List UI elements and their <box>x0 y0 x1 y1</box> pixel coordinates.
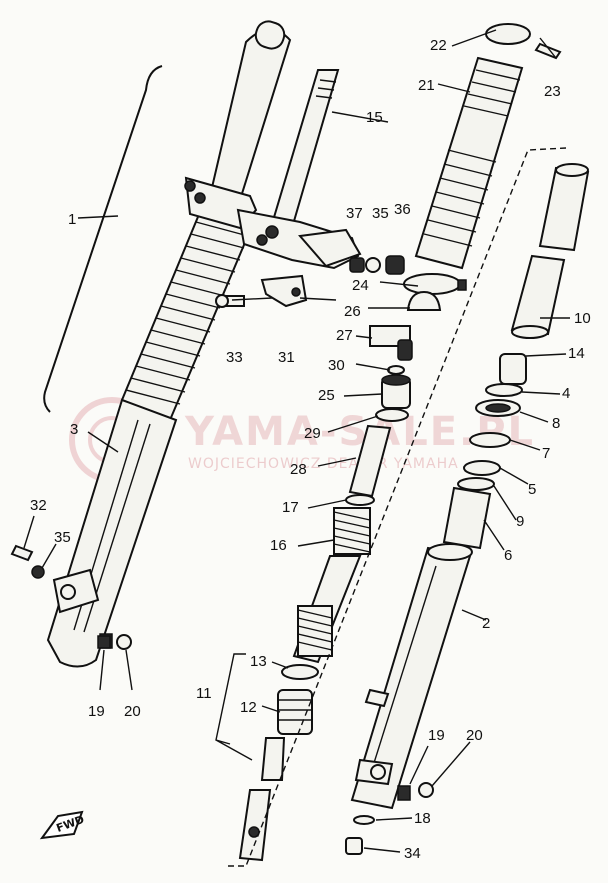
assembled-fork-left <box>46 20 292 668</box>
callout-20-left: 20 <box>124 703 141 720</box>
fwd-marker: FWD <box>39 810 86 840</box>
leader-lines <box>23 29 570 853</box>
callout-21: 21 <box>418 77 435 94</box>
watermark: YAMA-SALE.PL WOJCIECHOWICZ DEALER YAMAHA <box>69 397 535 483</box>
callout-33: 33 <box>226 349 243 366</box>
callout-5: 5 <box>528 481 536 498</box>
steering-stem <box>236 69 362 270</box>
fwd-arrow-icon <box>39 810 84 840</box>
callout-18: 18 <box>414 810 431 827</box>
callout-35-stem: 35 <box>372 205 389 222</box>
callout-23: 23 <box>544 83 561 100</box>
callout-9: 9 <box>516 513 524 530</box>
callout-12: 12 <box>240 699 257 716</box>
callout-14: 14 <box>568 345 585 362</box>
watermark-title: YAMA-SALE.PL <box>184 409 535 455</box>
assembly-lines <box>228 147 567 867</box>
stem-hardware <box>349 255 405 275</box>
callout-8: 8 <box>552 415 560 432</box>
callout-34: 34 <box>404 845 421 862</box>
cable-holder <box>215 274 308 308</box>
callout-27: 27 <box>336 327 353 344</box>
watermark-subtitle: WOJCIECHOWICZ DEALER YAMAHA <box>188 456 459 472</box>
callout-6: 6 <box>504 547 512 564</box>
left-hardware <box>10 544 132 650</box>
callout-31: 31 <box>278 349 295 366</box>
callout-35-left: 35 <box>54 529 71 546</box>
callout-29: 29 <box>304 425 321 442</box>
callout-2: 2 <box>482 615 490 632</box>
fork-boot-parts <box>403 23 562 311</box>
callout-32: 32 <box>30 497 47 514</box>
callout-22: 22 <box>430 37 447 54</box>
callout-15: 15 <box>366 109 383 126</box>
callout-28: 28 <box>290 461 307 478</box>
callout-26: 26 <box>344 303 361 320</box>
callout-20-right: 20 <box>466 727 483 744</box>
callout-3: 3 <box>70 421 78 438</box>
callout-19-left: 19 <box>88 703 105 720</box>
callout-30: 30 <box>328 357 345 374</box>
callout-19-right: 19 <box>428 727 445 744</box>
callout-7: 7 <box>542 445 550 462</box>
callout-1: 1 <box>68 211 76 228</box>
callout-24: 24 <box>352 277 369 294</box>
damper-rod-parts <box>215 325 413 862</box>
callout-13: 13 <box>250 653 267 670</box>
callout-11: 11 <box>196 685 212 702</box>
callout-36: 36 <box>394 201 411 218</box>
callout-10: 10 <box>574 310 591 327</box>
callout-labels: 1 2 3 4 5 6 7 8 9 10 11 12 13 14 15 16 1… <box>30 37 591 862</box>
callout-16: 16 <box>270 537 287 554</box>
outer-tube-parts <box>345 163 590 855</box>
callout-37: 37 <box>346 205 363 222</box>
callout-25: 25 <box>318 387 335 404</box>
assembly-bracket <box>43 65 163 413</box>
callout-17: 17 <box>282 499 299 516</box>
callout-4: 4 <box>562 385 570 402</box>
